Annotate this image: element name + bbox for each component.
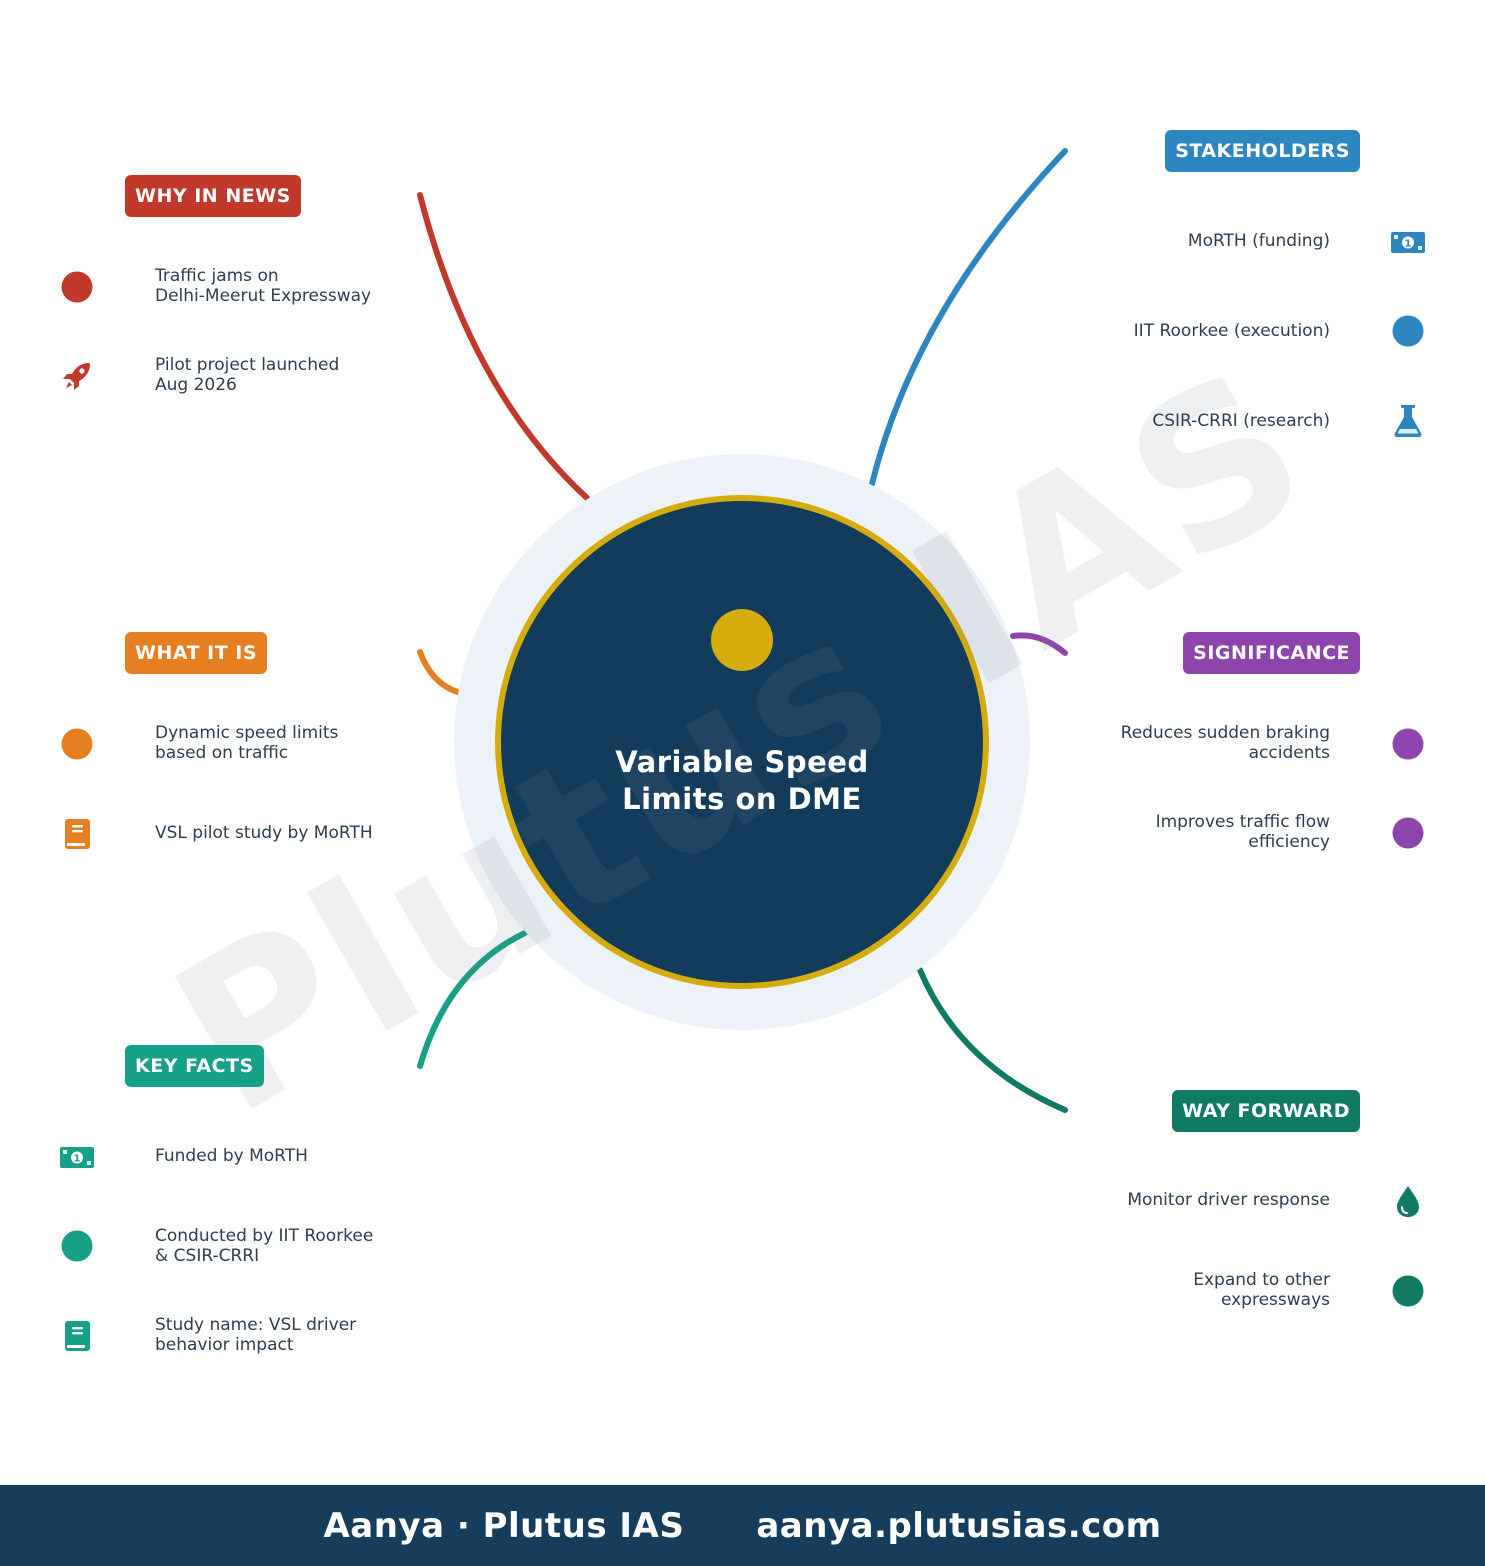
connector-stakeholders xyxy=(869,148,1068,487)
key-facts-item-3-icon xyxy=(59,1318,95,1354)
connector-way-forward xyxy=(917,967,1068,1113)
key-facts-item-2-icon xyxy=(59,1228,95,1264)
way-forward-item-2-icon xyxy=(1390,1273,1426,1309)
stakeholders-item-2-icon xyxy=(1390,313,1426,349)
connector-significance xyxy=(1010,632,1068,656)
badge-what-it-is: WHAT IT IS xyxy=(125,632,268,674)
branch-connectors xyxy=(417,148,1068,1113)
svg-text:1: 1 xyxy=(1405,239,1412,250)
way-forward-item-1-icon xyxy=(1390,1183,1426,1219)
significance-item-1-icon xyxy=(1390,726,1426,762)
why-in-news-item-1: Traffic jams on Delhi-Meerut Expressway xyxy=(155,266,372,306)
badge-stakeholders: STAKEHOLDERS xyxy=(1165,130,1360,172)
badge-significance: SIGNIFICANCE xyxy=(1183,632,1360,674)
key-facts-item-1: Funded by MoRTH xyxy=(155,1146,308,1166)
footer: Aanya · Plutus IAS aanya.plutusias.com xyxy=(0,1485,1485,1566)
badge-key-facts: KEY FACTS xyxy=(125,1045,264,1087)
way-forward-item-2: Expand to other expressways xyxy=(1193,1270,1330,1310)
key-facts-item-2: Conducted by IIT Roorkee & CSIR-CRRI xyxy=(155,1226,374,1266)
significance-item-2: Improves traffic flow efficiency xyxy=(1155,812,1330,852)
what-it-is-item-1: Dynamic speed limits based on traffic xyxy=(155,723,339,763)
why-in-news-item-1-icon xyxy=(59,269,95,305)
what-it-is-item-1-icon xyxy=(59,726,95,762)
badge-way-forward: WAY FORWARD xyxy=(1172,1090,1360,1132)
what-it-is-item-2: VSL pilot study by MoRTH xyxy=(155,823,373,843)
stakeholders-item-3-icon xyxy=(1390,403,1426,439)
badge-why-in-news: WHY IN NEWS xyxy=(125,175,301,217)
svg-text:1: 1 xyxy=(74,1154,81,1165)
key-facts-item-1-icon: 1 xyxy=(59,1139,95,1175)
stakeholders-item-1: MoRTH (funding) xyxy=(1187,231,1330,251)
footer-name: Aanya · Plutus IAS xyxy=(323,1505,685,1546)
why-in-news-item-2: Pilot project launched Aug 2026 xyxy=(155,355,340,395)
stakeholders-item-2: IIT Roorkee (execution) xyxy=(1133,321,1330,341)
connector-why-in-news xyxy=(417,192,590,501)
stakeholders-item-1-icon: 1 xyxy=(1390,224,1426,260)
center-node xyxy=(495,495,989,989)
significance-item-1: Reduces sudden braking accidents xyxy=(1120,723,1330,763)
center-title: Variable Speed Limits on DME xyxy=(615,745,869,816)
what-it-is-item-2-icon xyxy=(59,816,95,852)
way-forward-item-1: Monitor driver response xyxy=(1127,1190,1330,1210)
center-dot-icon xyxy=(711,609,773,671)
footer-url[interactable]: aanya.plutusias.com xyxy=(756,1505,1162,1546)
why-in-news-item-2-icon xyxy=(59,358,95,394)
significance-item-2-icon xyxy=(1390,815,1426,851)
key-facts-item-3: Study name: VSL driver behavior impact xyxy=(155,1315,357,1355)
connector-what-it-is xyxy=(417,649,461,695)
stakeholders-item-3: CSIR-CRRI (research) xyxy=(1152,411,1330,431)
connector-key-facts xyxy=(417,930,528,1069)
